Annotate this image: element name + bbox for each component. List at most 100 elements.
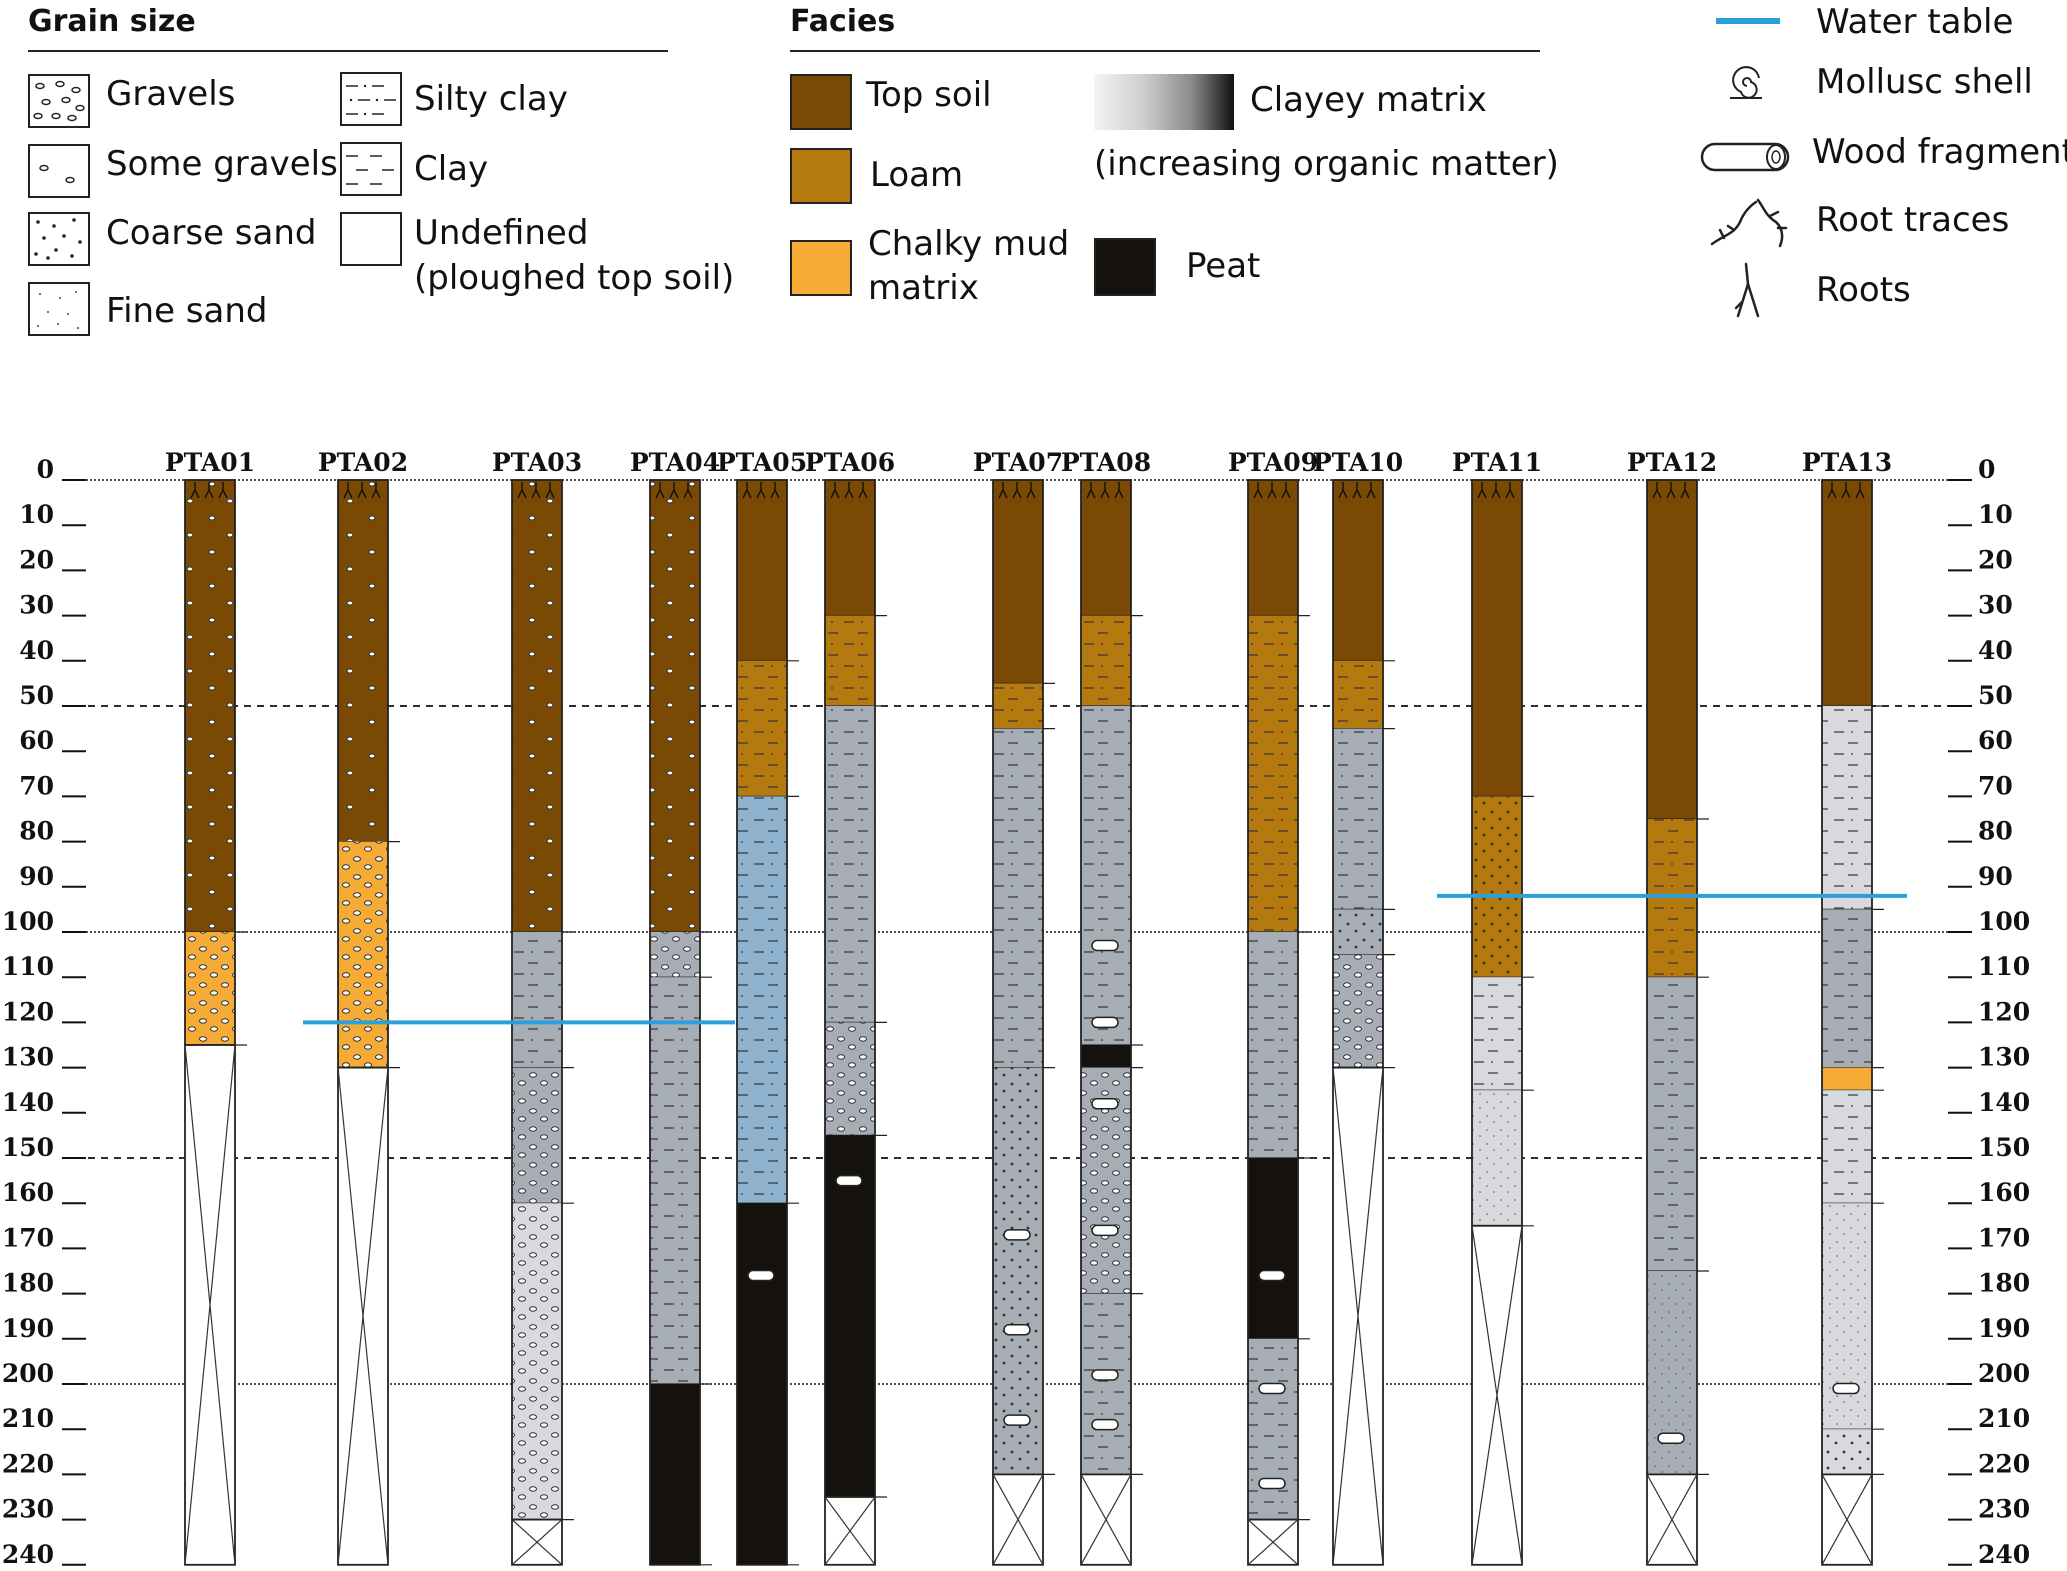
roots-mark <box>1026 482 1036 499</box>
gravels-label: Gravels <box>106 74 236 114</box>
roots-mark <box>1366 482 1376 499</box>
core-label: PTA05 <box>717 448 807 477</box>
wood-fragment-mark <box>1091 1016 1119 1029</box>
left-tick-label: 220 <box>2 1449 54 1478</box>
roots-mark <box>655 482 665 499</box>
uncored-cross <box>1471 1225 1523 1565</box>
roots-mark <box>343 482 353 499</box>
right-tick-label: 50 <box>1978 681 2013 710</box>
roots-mark <box>1491 482 1501 499</box>
core-layer-pattern <box>1822 909 1872 1068</box>
core-layer <box>1081 480 1131 616</box>
core-layer-pattern <box>1333 909 1383 955</box>
core-layer-pattern <box>1472 1090 1522 1226</box>
core-label: PTA06 <box>805 448 895 477</box>
core-layer-pattern <box>1472 977 1522 1091</box>
core-layer <box>1248 1158 1298 1339</box>
core-layer <box>737 1203 787 1565</box>
right-tick-label: 140 <box>1978 1088 2030 1117</box>
roots-mark <box>1841 482 1851 499</box>
right-tick-label: 200 <box>1978 1359 2030 1388</box>
facies-title: Facies <box>790 4 896 39</box>
wood-fragment-mark <box>1258 1382 1286 1395</box>
some-gravels-label: Some gravels <box>106 144 338 184</box>
top-soil-swatch <box>790 74 852 130</box>
undefined-label: Undefined <box>414 213 589 253</box>
roots-mark <box>770 482 780 499</box>
roots-mark <box>545 482 555 499</box>
left-tick-label: 110 <box>2 952 54 981</box>
right-tick-label: 150 <box>1978 1133 2030 1162</box>
roots-label: Roots <box>1816 270 1911 310</box>
peat-label: Peat <box>1186 246 1261 286</box>
roots-mark <box>190 482 200 499</box>
mollusc-shell-icon <box>1722 64 1772 112</box>
fine-sand-label: Fine sand <box>106 291 268 331</box>
uncored-cross <box>337 1067 389 1565</box>
core-label: PTA11 <box>1452 448 1542 477</box>
core-label: PTA03 <box>492 448 582 477</box>
organic-matter-label: (increasing organic matter) <box>1094 144 1559 184</box>
facies-rule <box>790 50 1540 52</box>
right-tick-label: 60 <box>1978 726 2013 755</box>
left-tick-label: 170 <box>2 1223 54 1252</box>
wood-fragment-mark <box>1091 1418 1119 1431</box>
roots-mark <box>858 482 868 499</box>
roots-mark <box>742 482 752 499</box>
left-tick-label: 40 <box>19 636 54 665</box>
left-tick-label: 140 <box>2 1088 54 1117</box>
right-tick-label: 40 <box>1978 636 2013 665</box>
core-layer-pattern <box>512 1203 562 1520</box>
left-tick-label: 80 <box>19 817 54 846</box>
roots-mark <box>683 482 693 499</box>
core-layer <box>1822 1067 1872 1091</box>
chalky-matrix-label: matrix <box>868 268 979 308</box>
wood-fragment-label: Wood fragment <box>1812 132 2067 172</box>
left-tick-label: 230 <box>2 1495 54 1524</box>
core-label: PTA13 <box>1802 448 1892 477</box>
left-tick-label: 150 <box>2 1133 54 1162</box>
core-layer-pattern <box>1647 977 1697 1271</box>
top-soil-label: Top soil <box>866 75 992 115</box>
roots-mark <box>830 482 840 499</box>
wood-fragment-mark <box>1091 1369 1119 1381</box>
core-layer-pattern <box>1081 615 1131 706</box>
right-tick-label: 160 <box>1978 1178 2030 1207</box>
core-label: PTA01 <box>165 448 255 477</box>
some-gravels-swatch <box>28 144 90 198</box>
core-layer-pattern <box>993 728 1043 1068</box>
roots-mark <box>1352 482 1362 499</box>
core-layer-pattern <box>737 660 787 797</box>
uncored-cross <box>184 1044 236 1565</box>
left-tick-label: 130 <box>2 1043 54 1072</box>
roots-mark <box>204 482 214 499</box>
left-tick-label: 10 <box>19 500 54 529</box>
uncored-cross <box>824 1496 876 1566</box>
right-tick-label: 220 <box>1978 1449 2030 1478</box>
gravels-swatch <box>28 74 90 128</box>
core-outline <box>736 479 788 1566</box>
roots-icon <box>1730 262 1766 326</box>
core-layer-pattern <box>1472 796 1522 978</box>
core-layer <box>737 480 787 661</box>
core-label: PTA12 <box>1627 448 1717 477</box>
core-layer-pattern <box>1822 1090 1872 1204</box>
core-layer <box>1333 480 1383 661</box>
roots-mark <box>1855 482 1865 499</box>
roots-mark <box>371 482 381 499</box>
right-tick-label: 210 <box>1978 1404 2030 1433</box>
core-layer-pattern <box>993 1067 1043 1475</box>
wood-fragment-mark <box>1003 1229 1031 1241</box>
core-label: PTA02 <box>318 448 408 477</box>
roots-mark <box>1281 482 1291 499</box>
roots-mark <box>756 482 766 499</box>
right-tick-label: 0 <box>1978 455 1995 484</box>
core-layer-pattern <box>1248 932 1298 1158</box>
left-tick-label: 160 <box>2 1178 54 1207</box>
right-tick-label: 80 <box>1978 817 2013 846</box>
core-layer <box>650 1384 700 1565</box>
left-tick-label: 70 <box>19 771 54 800</box>
wood-fragment-mark <box>1832 1382 1860 1395</box>
